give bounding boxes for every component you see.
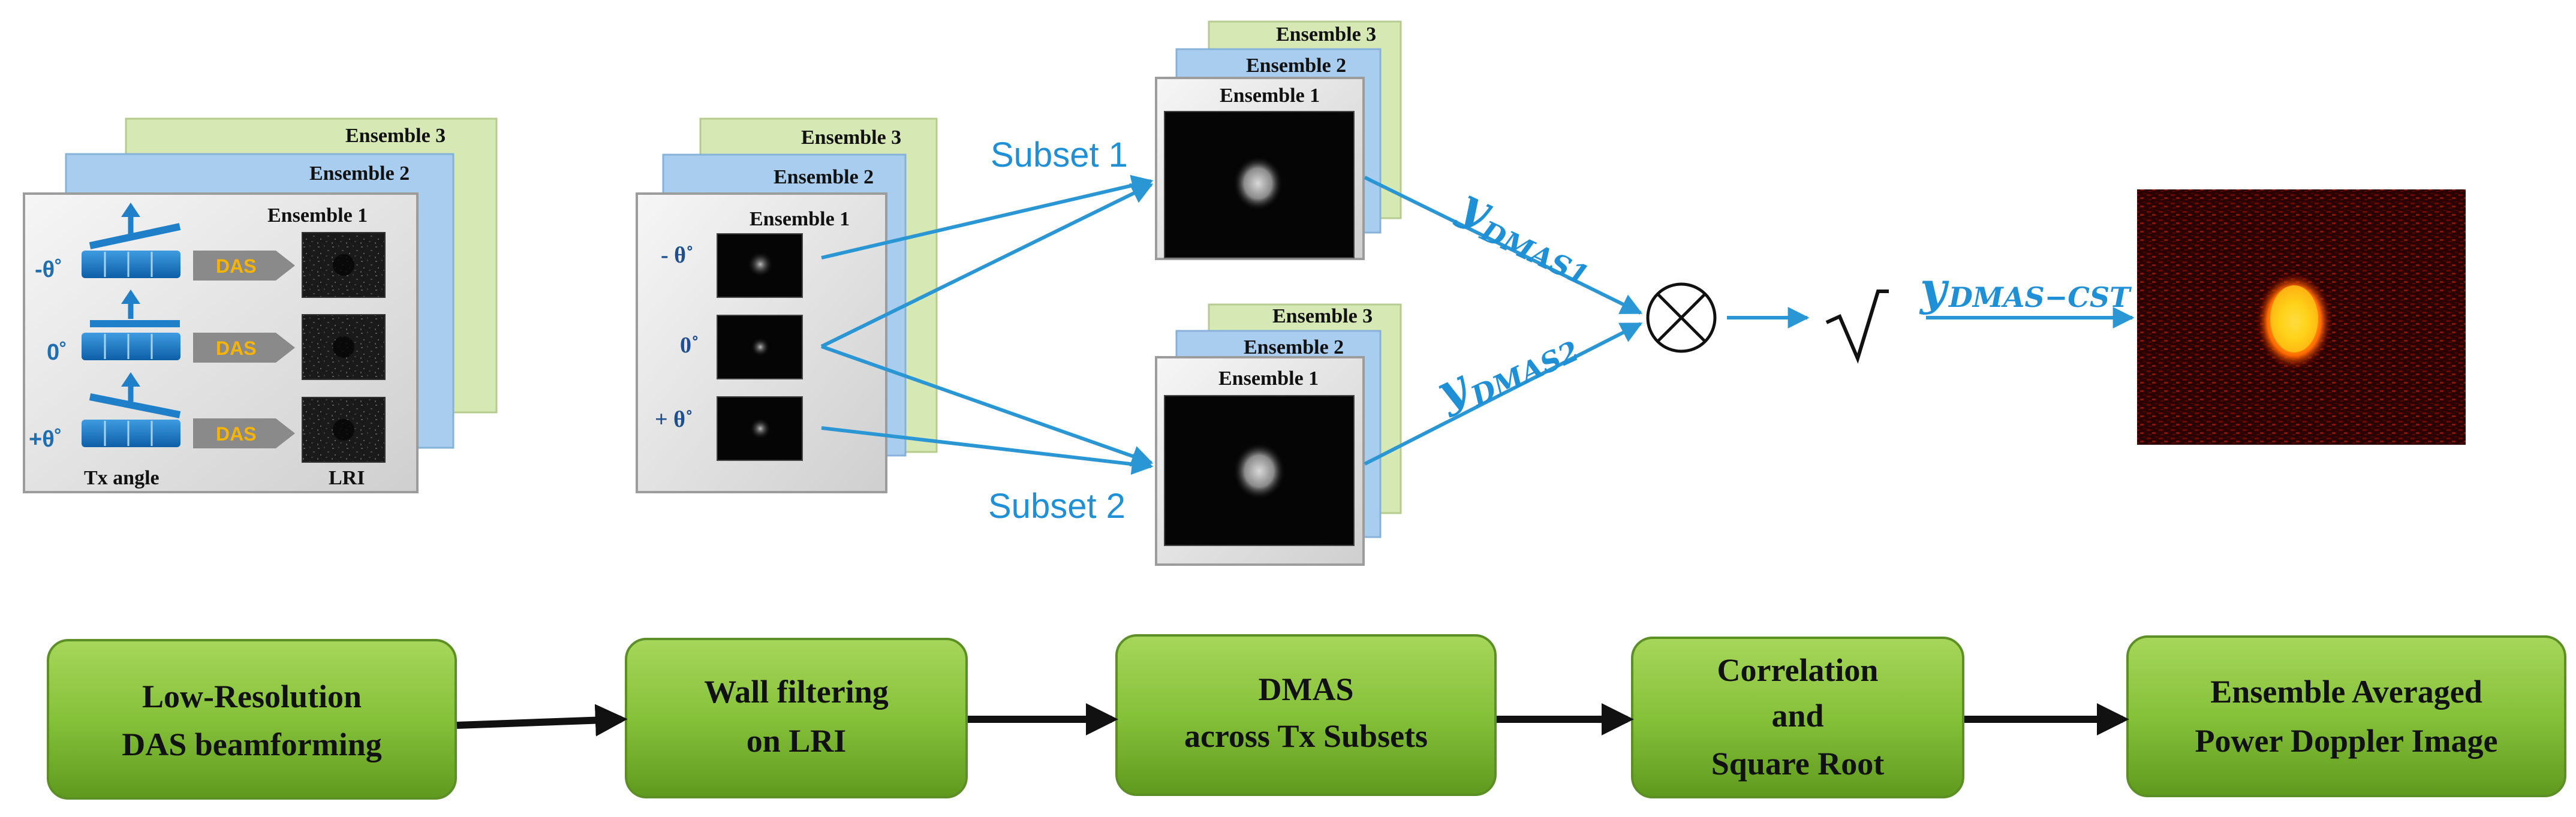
lri-image	[302, 232, 386, 298]
probe-icon	[82, 290, 180, 360]
filtered-lri-blob	[751, 337, 770, 357]
arrow-subset2-to-multiply	[1364, 322, 1643, 466]
panel1-stack: Ensemble 3 Ensemble 2 Ensemble 1 -θ˚ DAS…	[23, 117, 498, 493]
panel2-ensemble1-label: Ensemble 1	[750, 208, 850, 230]
pipeline-step-ensemble-average: Ensemble Averaged Power Doppler Image	[2126, 635, 2566, 797]
svg-text:DMAS−CST: DMAS−CST	[1948, 281, 2132, 313]
lri-blob	[333, 336, 354, 358]
arrow-pos-to-subset2	[821, 426, 1154, 475]
panel2-angle-zero-label: 0˚	[680, 333, 699, 358]
pipeline-step-correlation: Correlation and Square Root	[1631, 637, 1964, 798]
subset-arrows	[820, 174, 1154, 475]
lri-image	[302, 314, 386, 380]
svg-text:on LRI: on LRI	[747, 723, 847, 759]
panel1-ensemble1-label: Ensemble 1	[267, 204, 368, 227]
subset2-ensemble3-label: Ensemble 3	[1272, 305, 1373, 327]
svg-text:DMAS1: DMAS1	[1474, 214, 1593, 293]
pipeline-arrow-1	[456, 704, 628, 737]
pipeline: Low-Resolution DAS beamforming Wall filt…	[47, 634, 2566, 800]
svg-text:Correlation: Correlation	[1717, 652, 1879, 688]
probe-icon	[82, 203, 181, 278]
y-dmas-cst-label: y DMAS−CST	[1919, 262, 2132, 315]
sqrt-symbol	[1825, 290, 1889, 364]
svg-text:DMAS2: DMAS2	[1465, 334, 1584, 413]
subset1-ensemble3-label: Ensemble 3	[1276, 23, 1376, 46]
subset2-ensemble1-label: Ensemble 1	[1218, 367, 1319, 390]
angle-zero-label: 0˚	[47, 340, 67, 365]
panel2-ensemble3-label: Ensemble 3	[801, 126, 901, 149]
pipeline-step-das-beamforming: Low-Resolution DAS beamforming	[47, 639, 457, 800]
arrow-zero-to-subset2	[821, 345, 1154, 467]
arrow-subset1-to-multiply	[1364, 176, 1643, 315]
y-dmas2-label: y DMAS2	[1427, 334, 1584, 419]
svg-text:DAS: DAS	[216, 423, 257, 445]
arrow-neg-to-subset1	[821, 174, 1154, 260]
svg-text:y: y	[1919, 262, 1949, 315]
probe-icon	[82, 372, 181, 447]
tx-angle-label: Tx angle	[84, 467, 160, 489]
lri-blob	[333, 419, 354, 441]
svg-text:DAS: DAS	[216, 255, 257, 277]
svg-text:Low-Resolution: Low-Resolution	[142, 679, 362, 715]
subset1-label: Subset 1	[991, 135, 1128, 174]
multiply-symbol	[1646, 282, 1717, 353]
panel2-stack: Ensemble 3 Ensemble 2 Ensemble 1 - θ˚ 0˚…	[636, 117, 938, 493]
pipeline-step-dmas: DMAS across Tx Subsets	[1115, 634, 1497, 796]
lri-blob	[333, 254, 354, 276]
subset2-stack: Ensemble 3 Ensemble 2 Ensemble 1	[1155, 303, 1402, 566]
y-dmas1-label: y DMAS1	[1452, 177, 1594, 293]
svg-text:Square Root: Square Root	[1711, 746, 1885, 782]
power-doppler-output-image	[2137, 189, 2466, 445]
svg-text:Ensemble Averaged: Ensemble Averaged	[2210, 674, 2482, 710]
svg-text:DAS: DAS	[216, 337, 257, 359]
panel2-angle-pos-label: + θ˚	[655, 407, 693, 432]
svg-text:DMAS: DMAS	[1259, 671, 1354, 707]
panel2-ensemble2-label: Ensemble 2	[774, 166, 874, 188]
subset1-ensemble2-label: Ensemble 2	[1246, 55, 1346, 77]
subset2-dmas-blob	[1233, 442, 1286, 500]
svg-text:Wall filtering: Wall filtering	[704, 674, 888, 710]
svg-text:DAS beamforming: DAS beamforming	[122, 726, 381, 762]
subset1-ensemble1-label: Ensemble 1	[1220, 85, 1320, 107]
angle-pos-label: +θ˚	[29, 427, 62, 452]
panel1-ensemble2-label: Ensemble 2	[309, 162, 410, 185]
das-tag: DAS	[193, 251, 295, 281]
filtered-lri-blob	[747, 251, 774, 278]
svg-text:and: and	[1771, 698, 1823, 734]
subset1-dmas-blob	[1233, 156, 1283, 211]
pipeline-step-wall-filtering: Wall filtering on LRI	[625, 638, 968, 798]
angle-neg-label: -θ˚	[35, 257, 62, 282]
svg-text:Power Doppler Image: Power Doppler Image	[2195, 723, 2498, 759]
panel1-ensemble3-label: Ensemble 3	[345, 125, 446, 147]
das-tag: DAS	[193, 333, 295, 363]
das-tag: DAS	[193, 418, 295, 448]
subset2-label: Subset 2	[988, 487, 1126, 526]
svg-text:across Tx Subsets: across Tx Subsets	[1184, 718, 1428, 754]
lri-label: LRI	[329, 467, 365, 489]
panel2-angle-neg-label: - θ˚	[661, 243, 694, 268]
subset2-ensemble2-label: Ensemble 2	[1244, 336, 1344, 358]
subset1-stack: Ensemble 3 Ensemble 2 Ensemble 1	[1155, 20, 1402, 260]
filtered-lri-blob	[750, 418, 771, 439]
arrow-zero-to-subset1	[820, 183, 1154, 348]
